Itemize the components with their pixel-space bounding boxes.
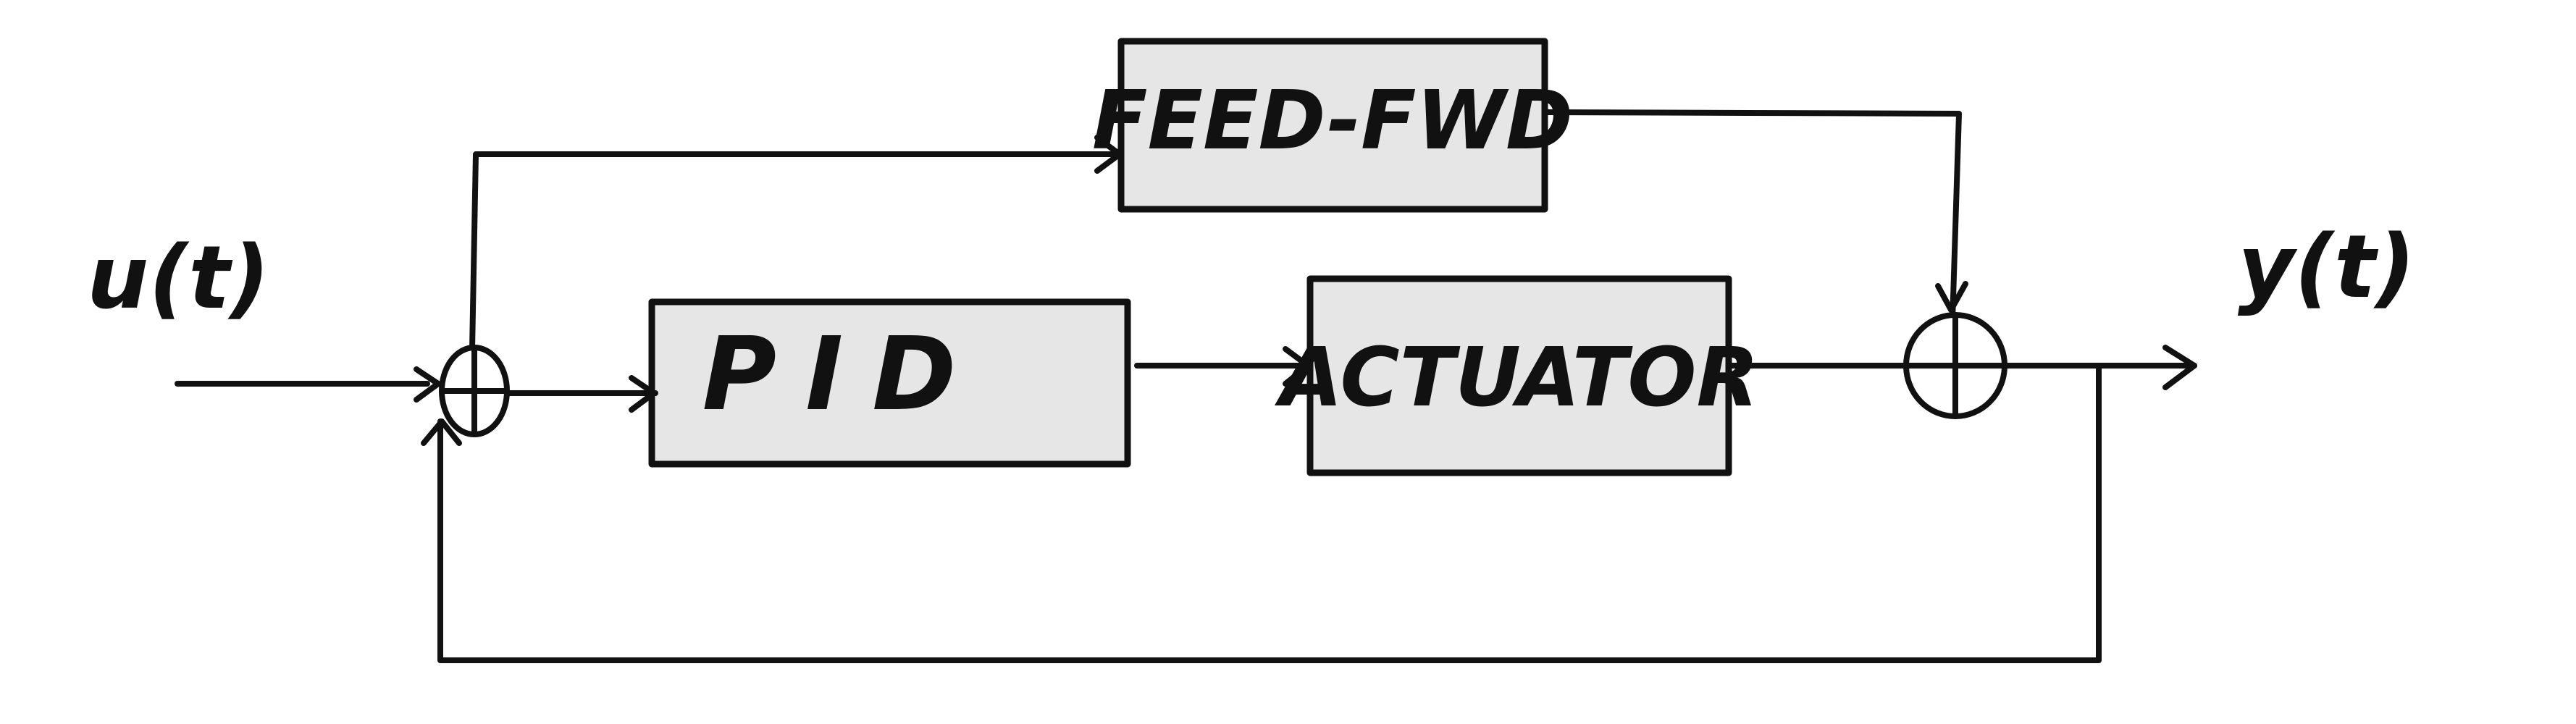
feed-forward-block: FEED-FWD [1092,38,1573,213]
arrow-into-feed-forward [1094,135,1123,174]
output-summing-junction [1903,312,2007,419]
arrow-feedback-into-junction [421,418,462,446]
input-signal-label: u(t) [87,228,269,329]
output-signal-label: y(t) [2238,217,2415,318]
arrow-into-actuator [1283,346,1311,387]
input-summing-junction [439,345,510,437]
feedback-wire [437,365,2102,663]
arrow-output [2162,345,2197,390]
arrow-into-output-junction [1935,281,1968,313]
feed-forward-input-wire [468,151,1122,430]
pid-block: PID [648,298,1131,468]
feed-forward-label: FEED-FWD [1092,74,1573,168]
pid-label: PID [702,316,986,434]
signal-wires [175,109,2197,663]
arrowheads [414,135,2197,446]
actuator-block: ACTUATOR [1274,275,1759,476]
actuator-label: ACTUATOR [1274,331,1759,425]
arrow-into-input-junction [414,366,441,403]
arrow-into-pid [629,375,657,413]
